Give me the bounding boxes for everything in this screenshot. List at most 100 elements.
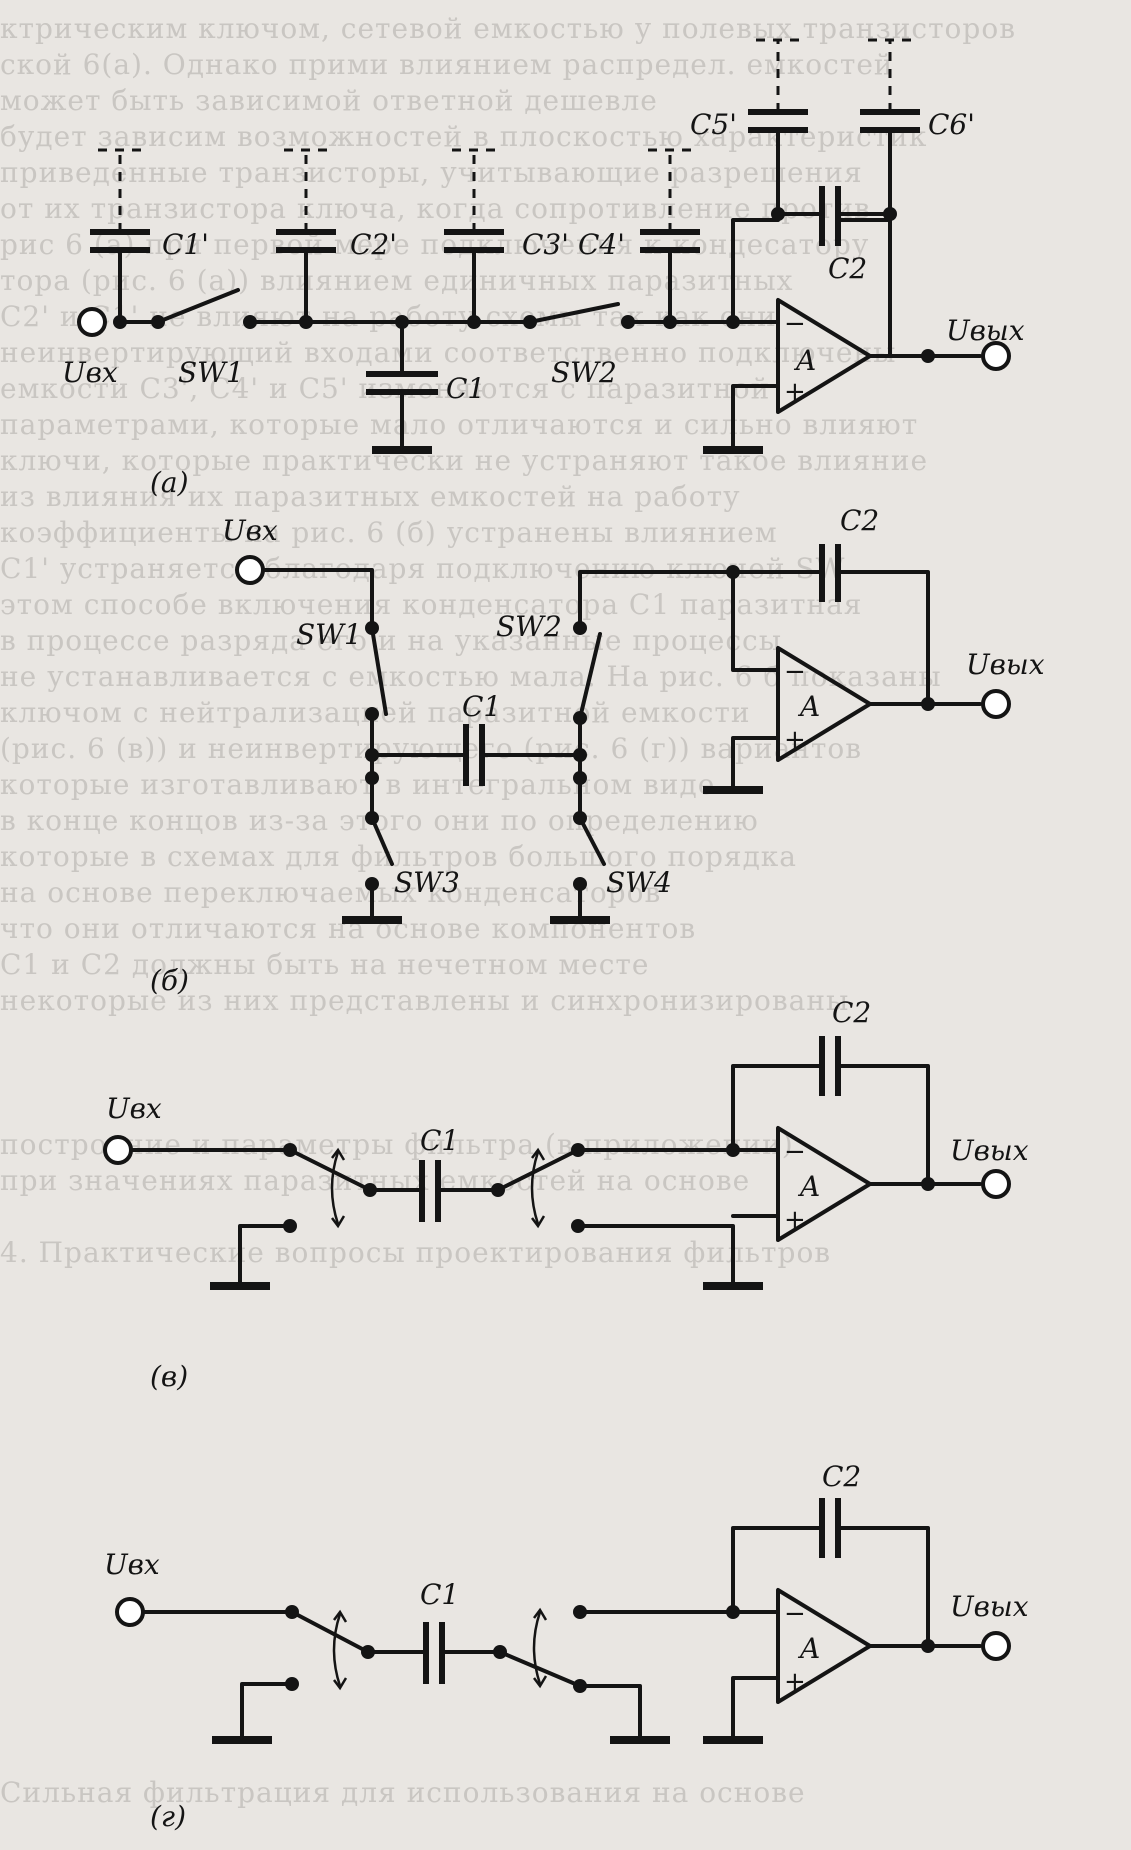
capacitor-c2-a <box>771 186 897 246</box>
label-c5p: C5' <box>690 108 737 141</box>
label-c1-a: C1 <box>446 372 485 405</box>
op-amp-a <box>776 298 872 414</box>
caption-b: (б) <box>150 964 189 997</box>
circuit-panel-g: Uвх C1 C2 Uвых A − + (г) <box>104 1460 1029 1833</box>
background-text-line: не устанавливается с емкостью мала. На р… <box>0 662 942 692</box>
background-text-line: некоторые из них представлены и синхрони… <box>0 986 850 1016</box>
switch-left-g[interactable] <box>290 1610 370 1654</box>
label-c1-v: C1 <box>420 1124 459 1157</box>
label-uout-a: Uвых <box>946 314 1025 347</box>
background-text-line: C1 и C2 должны быть на нечетном месте <box>0 950 650 980</box>
op-amp-b <box>776 646 872 762</box>
background-text-line: от их транзистора ключа, когда сопротивл… <box>0 194 871 224</box>
label-uin-g: Uвх <box>104 1548 160 1581</box>
background-text-line: ской 6(а). Однако прими влиянием распред… <box>0 50 894 80</box>
label-amp-v: A <box>797 1170 820 1203</box>
capacitor-c1-v <box>368 1160 500 1222</box>
switch-right-v[interactable] <box>496 1148 580 1192</box>
label-sw2-a: SW2 <box>551 356 617 389</box>
capacitor-c6-parasitic <box>860 38 920 216</box>
switch-right-g[interactable] <box>498 1650 582 1688</box>
label-uout-b: Uвых <box>966 648 1045 681</box>
background-text-line: C2' и C1' не влияют на работу схемы так … <box>0 302 777 332</box>
background-text-line: C1' устраняется благодаря подключению кл… <box>0 554 846 584</box>
input-terminal-g[interactable] <box>115 1597 145 1627</box>
output-terminal-v[interactable] <box>981 1169 1011 1199</box>
switch-sw2-a[interactable] <box>528 302 620 324</box>
background-text-line: из влияния их паразитных емкостей на раб… <box>0 482 741 512</box>
op-amp-v <box>776 1126 872 1242</box>
capacitor-c4-parasitic <box>640 148 700 329</box>
capacitor-c1-a <box>366 315 438 454</box>
label-c1p: C1' <box>162 228 209 261</box>
input-terminal-v[interactable] <box>103 1135 133 1165</box>
background-text-line: которые в схемах для фильтров большого п… <box>0 842 797 872</box>
label-c3p: C3' <box>522 228 569 261</box>
label-c1-g: C1 <box>420 1578 459 1611</box>
switch-left-v[interactable] <box>288 1148 372 1192</box>
background-text-line: может быть зависимой ответной дешевле <box>0 86 658 116</box>
capacitor-c5-parasitic <box>748 38 808 216</box>
label-c2-a: C2 <box>828 252 867 285</box>
capacitor-c1-b <box>456 724 582 786</box>
output-terminal-g[interactable] <box>981 1631 1011 1661</box>
label-c2-g: C2 <box>822 1460 861 1493</box>
capacitor-c1-parasitic <box>90 148 150 329</box>
label-sw2-b: SW2 <box>496 610 562 643</box>
input-terminal-a[interactable] <box>77 307 107 337</box>
label-uout-v: Uвых <box>950 1134 1029 1167</box>
background-text-line: емкости C3', C4' и C5' изменяются с пара… <box>0 374 771 404</box>
label-c4p: C4' <box>578 228 625 261</box>
label-sw1-a: SW1 <box>178 356 244 389</box>
circuit-panel-v: Uвх C1 C2 Uвых A − + (в) <box>103 996 1029 1393</box>
capacitor-c1-g <box>366 1622 502 1684</box>
background-text-line: будет зависим возможностей в плоскостью … <box>0 122 928 152</box>
output-terminal-b[interactable] <box>981 689 1011 719</box>
circuit-panel-a: Uвх SW1 SW2 C1 C1' C2' C3' C4' C5' C6' C… <box>62 38 1025 499</box>
background-text-line: на основе переключаемых конденсаторов <box>0 878 662 908</box>
switch-sw3-b[interactable] <box>370 816 394 866</box>
label-c2-v: C2 <box>832 996 871 1029</box>
switch-sw2-b[interactable] <box>578 632 602 720</box>
background-text-line: тора (рис. 6 (а)) влиянием единичных пар… <box>0 266 794 296</box>
background-text-line: которые изготавливают в интегральном вид… <box>0 770 716 800</box>
label-c2p: C2' <box>350 228 397 261</box>
label-sw3-b: SW3 <box>394 866 460 899</box>
caption-g: (г) <box>150 1800 186 1833</box>
label-sw1-b: SW1 <box>296 618 362 651</box>
label-c1-b: C1 <box>462 690 501 723</box>
background-text-line: неинвертирующий входами соответственно п… <box>0 338 897 368</box>
sign-plus-g: + <box>784 1667 806 1697</box>
switch-sw4-b[interactable] <box>578 816 606 866</box>
sign-plus-a: + <box>784 377 806 407</box>
background-text-line: ключи, которые практически не устраняют … <box>0 446 929 476</box>
label-c2-b: C2 <box>840 504 879 537</box>
label-amp-b: A <box>797 690 820 723</box>
background-text-line: Сильная фильтрация для использования на … <box>0 1778 806 1808</box>
sign-minus-b: − <box>784 657 806 687</box>
sign-plus-v: + <box>784 1205 806 1235</box>
switch-sw1-b[interactable] <box>370 626 388 716</box>
capacitor-c2-g <box>731 1498 930 1648</box>
background-text-line: коэффициенты на рис. 6 (б) устранены вли… <box>0 518 778 548</box>
switch-sw1-a[interactable] <box>156 288 240 324</box>
background-text-line: 4. Практические вопросы проектирования ф… <box>0 1238 832 1268</box>
background-text-line: этом способе включения конденсатора C1 п… <box>0 590 863 620</box>
label-sw4-b: SW4 <box>606 866 672 899</box>
sign-minus-g: − <box>784 1599 806 1629</box>
background-text-line: ктрическим ключом, сетевой емкостью у по… <box>0 14 1016 44</box>
label-uin-v: Uвх <box>106 1092 162 1125</box>
sign-plus-b: + <box>784 725 806 755</box>
output-terminal-a[interactable] <box>981 341 1011 371</box>
background-text-line: параметрами, которые мало отличаются и с… <box>0 410 919 440</box>
label-c6p: C6' <box>928 108 975 141</box>
circuit-panel-b: Uвх SW1 SW2 SW3 SW4 C1 C2 Uвых A − + (б) <box>150 504 1045 997</box>
op-amp-g <box>776 1588 872 1704</box>
capacitor-c2-v <box>731 1036 930 1186</box>
capacitor-c3-parasitic <box>444 148 504 329</box>
input-terminal-b[interactable] <box>235 555 265 585</box>
capacitor-c2-parasitic <box>276 148 336 329</box>
